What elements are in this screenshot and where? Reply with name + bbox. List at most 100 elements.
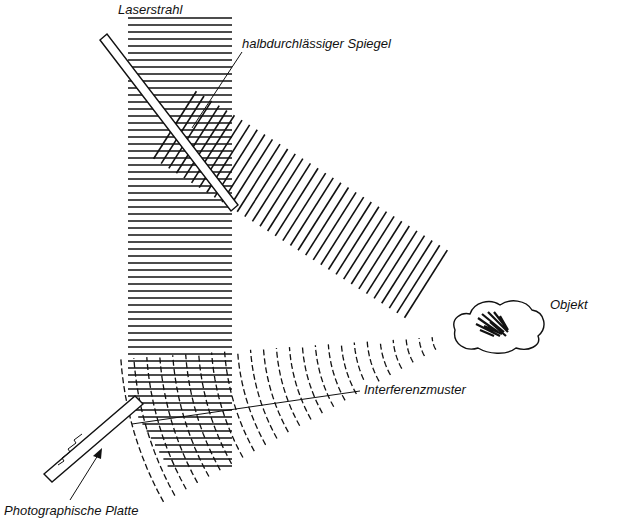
beam-wavefront: [128, 31, 232, 33]
object-wavefront: [367, 342, 379, 382]
beam-wavefront: [128, 290, 232, 292]
beam-wavefront: [313, 192, 356, 260]
beam-wavefront: [328, 202, 371, 270]
half-silvered-mirror: [100, 34, 238, 211]
object-shading: [476, 312, 508, 336]
beam-wavefront: [128, 332, 232, 334]
beam-wavefront: [237, 144, 280, 212]
beam-wavefront: [321, 197, 364, 265]
reflected-beam: [154, 91, 448, 317]
label: Interferenzmuster: [362, 382, 468, 397]
beam-wavefront: [128, 213, 232, 215]
beam-wavefront: [128, 374, 232, 376]
beam-wavefront: [351, 216, 394, 284]
beam-wavefront: [128, 234, 232, 236]
beam-wavefront: [275, 168, 318, 236]
beam-wavefront: [128, 45, 232, 47]
beam-wavefront: [366, 226, 409, 294]
beam-wavefront: [389, 240, 432, 308]
beam-wavefront: [128, 101, 232, 103]
beam-wavefront: [128, 17, 232, 19]
beam-wavefront: [142, 423, 232, 425]
object-wavefront: [328, 344, 345, 400]
beam-wavefront: [128, 38, 232, 40]
beam-wavefront: [128, 353, 232, 355]
beam-wavefront: [128, 339, 232, 341]
beam-wavefront: [382, 236, 425, 304]
beam-wavefront: [128, 66, 232, 68]
object-wavefront: [393, 340, 402, 369]
object-wavefront: [380, 341, 390, 375]
plate-emulsion: [58, 434, 82, 465]
object-wavefront: [354, 343, 367, 388]
beam-wavefront: [128, 220, 232, 222]
beam-wavefront: [128, 311, 232, 313]
beam-wavefront: [128, 248, 232, 250]
beam-wavefront: [128, 360, 232, 362]
label: Photographische Platte: [2, 503, 140, 518]
beam-wavefront: [128, 381, 232, 383]
beam-wavefront: [159, 451, 232, 453]
beam-wavefront: [128, 367, 232, 369]
beam-wavefront: [128, 227, 232, 229]
arrowhead: [93, 448, 102, 459]
beam-wavefront: [128, 346, 232, 348]
beam-wavefront: [374, 231, 417, 299]
beam-wavefront: [268, 163, 311, 231]
object-wavefront: [147, 357, 186, 489]
object-wavefront: [121, 359, 164, 502]
leader-line: [192, 52, 242, 128]
object-wavefront: [134, 358, 175, 496]
label: Objekt: [548, 297, 590, 312]
beam-wavefront: [128, 395, 232, 397]
object-waves: [121, 337, 436, 502]
beam-wavefront: [128, 171, 232, 173]
object-wavefront: [199, 353, 232, 463]
leader-line: [132, 391, 360, 424]
beam-wavefront: [134, 409, 232, 411]
object-wavefront: [432, 337, 436, 350]
beam-wavefront: [128, 325, 232, 327]
object-wavefront: [302, 346, 322, 413]
object-wavefront: [225, 352, 255, 452]
beam-wavefront: [128, 318, 232, 320]
beam-wavefront: [260, 159, 303, 227]
beam-wavefront: [128, 262, 232, 264]
beam-wavefront: [245, 149, 288, 217]
beam-wavefront: [163, 458, 232, 460]
beam-wavefront: [128, 276, 232, 278]
beam-wavefront: [405, 250, 448, 318]
beam-wavefront: [344, 212, 387, 280]
beam-wavefront: [128, 164, 232, 166]
beam-wavefront: [128, 297, 232, 299]
beam-wavefront: [128, 157, 232, 159]
beam-wavefront: [298, 183, 341, 251]
beam-wavefront: [128, 59, 232, 61]
object-wavefront: [251, 350, 277, 439]
beam-wavefront: [290, 178, 333, 246]
beam-wavefront: [359, 221, 402, 289]
object-wavefront: [406, 339, 413, 362]
beam-wavefront: [252, 154, 295, 222]
beam-wavefront: [128, 269, 232, 271]
object-wavefront: [238, 351, 266, 445]
beam-wavefront: [128, 206, 232, 208]
label: halbdurchlässiger Spiegel: [240, 36, 393, 51]
beam-wavefront: [397, 245, 440, 313]
beam-wavefront: [128, 304, 232, 306]
beam-wavefront: [147, 430, 232, 432]
label: Laserstrahl: [116, 2, 184, 17]
beam-wavefront: [128, 241, 232, 243]
beam-wavefront: [130, 402, 232, 404]
beam-wavefront: [128, 255, 232, 257]
beam-wavefront: [306, 188, 349, 256]
object-wavefront: [289, 347, 311, 419]
beam-wavefront: [283, 173, 326, 241]
object-wavefront: [419, 338, 424, 356]
beam-wavefront: [128, 122, 232, 124]
beam-wavefront: [336, 207, 379, 275]
beam-wavefront: [128, 199, 232, 201]
beam-wavefront: [230, 139, 273, 207]
